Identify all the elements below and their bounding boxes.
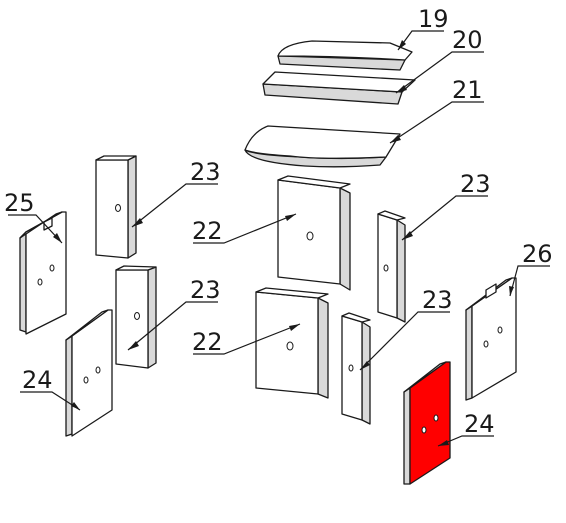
callout-23-right-upper: 23 — [460, 170, 491, 198]
leader-25 — [8, 214, 63, 244]
callout-25: 25 — [4, 189, 35, 217]
leader-20 — [395, 51, 484, 94]
hole — [348, 364, 354, 372]
part-23-brick-mid-left — [115, 265, 157, 369]
hole — [95, 366, 101, 374]
part-26-right-side-panel — [465, 277, 517, 401]
hole — [83, 376, 89, 384]
part-23-brick-upper-left — [95, 155, 137, 259]
leader-24-right — [437, 435, 494, 447]
hole — [433, 414, 439, 422]
callout-19: 19 — [418, 5, 449, 33]
part-24-right-side-panel-highlighted — [403, 361, 451, 485]
leader-19 — [397, 30, 444, 51]
hole — [115, 204, 121, 212]
leader-23-right-upper — [401, 195, 488, 241]
part-23-brick-right-upper — [377, 210, 406, 323]
leader-26 — [509, 265, 550, 297]
hole — [134, 312, 140, 320]
hole — [286, 341, 294, 351]
callout-23-upper-left: 23 — [190, 158, 221, 186]
part-21-deflector-slab — [244, 125, 401, 168]
callout-24-right: 24 — [464, 410, 495, 438]
part-25-left-side-panel — [19, 211, 67, 335]
leader-21 — [389, 101, 484, 144]
callout-23-right-lower: 23 — [422, 286, 453, 314]
part-20-flat-slab — [262, 71, 416, 105]
part-22-back-panel-upper — [277, 175, 351, 291]
leader-23-right-lower — [359, 311, 450, 371]
hole — [49, 264, 55, 272]
hole — [421, 426, 427, 434]
leader-22-lower — [193, 323, 301, 355]
hole — [306, 231, 314, 241]
hole — [483, 340, 489, 348]
leader-23-upper-left — [131, 183, 218, 228]
callout-24-left: 24 — [22, 366, 53, 394]
part-24-left-side-panel — [65, 309, 113, 437]
callout-22-upper: 22 — [192, 217, 223, 245]
callout-21: 21 — [452, 76, 483, 104]
hole — [497, 326, 503, 334]
callout-20: 20 — [452, 26, 483, 54]
leader-22-upper — [193, 213, 297, 244]
callout-22-lower: 22 — [192, 328, 223, 356]
part-23-brick-right-lower — [341, 312, 371, 425]
hole — [383, 264, 389, 272]
callout-26: 26 — [522, 240, 553, 268]
hole — [37, 278, 43, 286]
leader-24-left — [20, 391, 81, 411]
part-19-top-slab — [277, 40, 413, 71]
callout-23-mid-left: 23 — [190, 276, 221, 304]
leader-23-mid-left — [127, 301, 218, 351]
part-22-back-panel-lower — [255, 287, 329, 399]
